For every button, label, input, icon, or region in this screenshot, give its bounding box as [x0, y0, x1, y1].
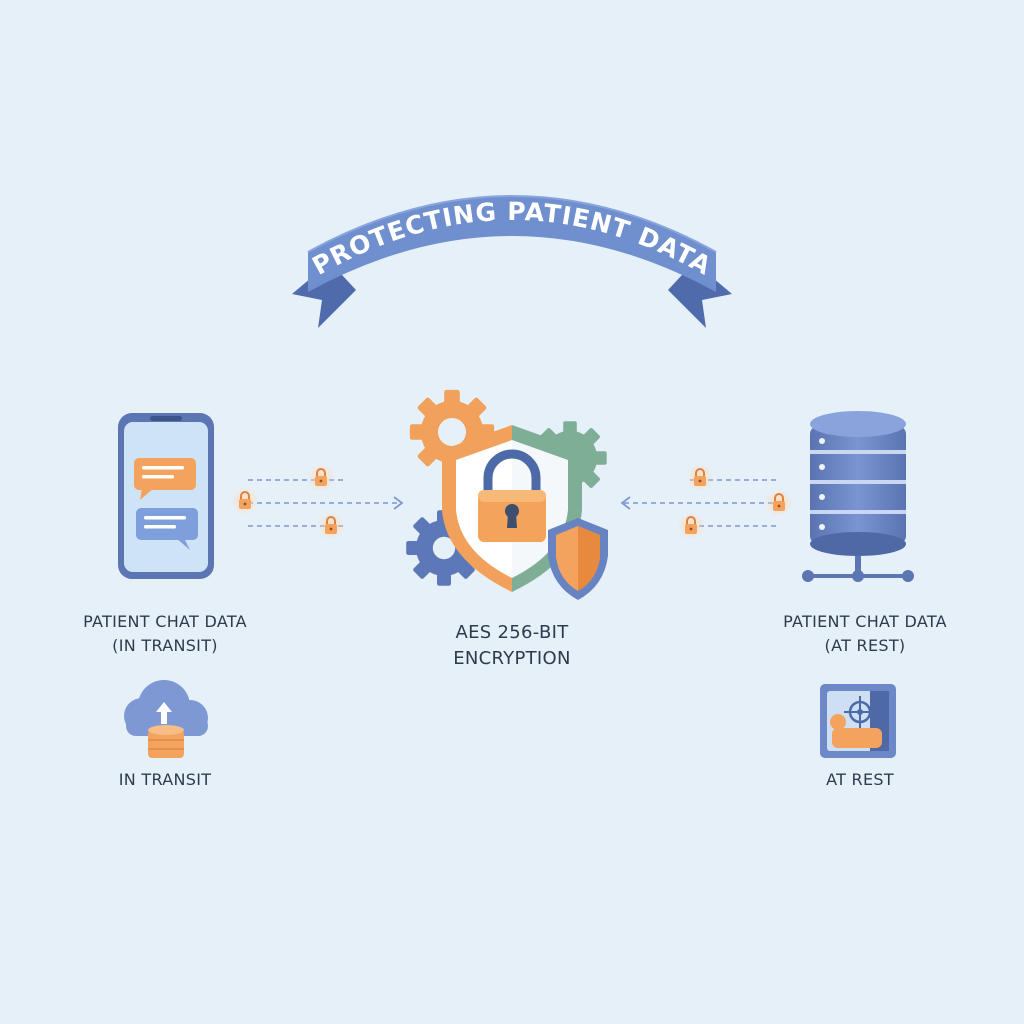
- database-server-icon: [802, 411, 914, 582]
- at-rest-label: AT REST: [826, 770, 894, 789]
- padlock-icon: [230, 486, 260, 516]
- right-label-line2: (AT REST): [824, 636, 906, 655]
- gear-icon: [406, 510, 482, 586]
- small-shield-icon: [548, 518, 608, 600]
- left-node-label: PATIENT CHAT DATA (IN TRANSIT): [40, 610, 290, 658]
- center-label-line1: AES 256-BIT: [455, 622, 569, 643]
- right-label-line1: PATIENT CHAT DATA: [783, 612, 947, 631]
- padlock-icon: [306, 463, 336, 493]
- center-label-line2: ENCRYPTION: [453, 648, 571, 669]
- left-transfer-lines: [230, 463, 404, 541]
- center-node-label: AES 256-BIT ENCRYPTION: [382, 620, 642, 672]
- left-label-line1: PATIENT CHAT DATA: [83, 612, 247, 631]
- cloud-upload-icon: [124, 680, 208, 758]
- left-label-line2: (IN TRANSIT): [112, 636, 218, 655]
- right-transfer-lines: [620, 463, 794, 541]
- padlock-icon: [764, 488, 794, 518]
- banner-title: PROTECTING PATIENT DATA: [307, 197, 716, 281]
- encryption-core: [406, 389, 608, 600]
- in-transit-label: IN TRANSIT: [118, 770, 212, 789]
- padlock-icon: [685, 463, 715, 493]
- vault-icon: [820, 684, 896, 758]
- right-node-label: PATIENT CHAT DATA (AT REST): [740, 610, 990, 658]
- padlock-icon: [676, 511, 706, 541]
- gear-icon: [409, 389, 495, 475]
- smartphone-chat-icon: [118, 413, 214, 579]
- padlock-icon: [316, 511, 346, 541]
- title-banner: PROTECTING PATIENT DATA: [292, 195, 732, 328]
